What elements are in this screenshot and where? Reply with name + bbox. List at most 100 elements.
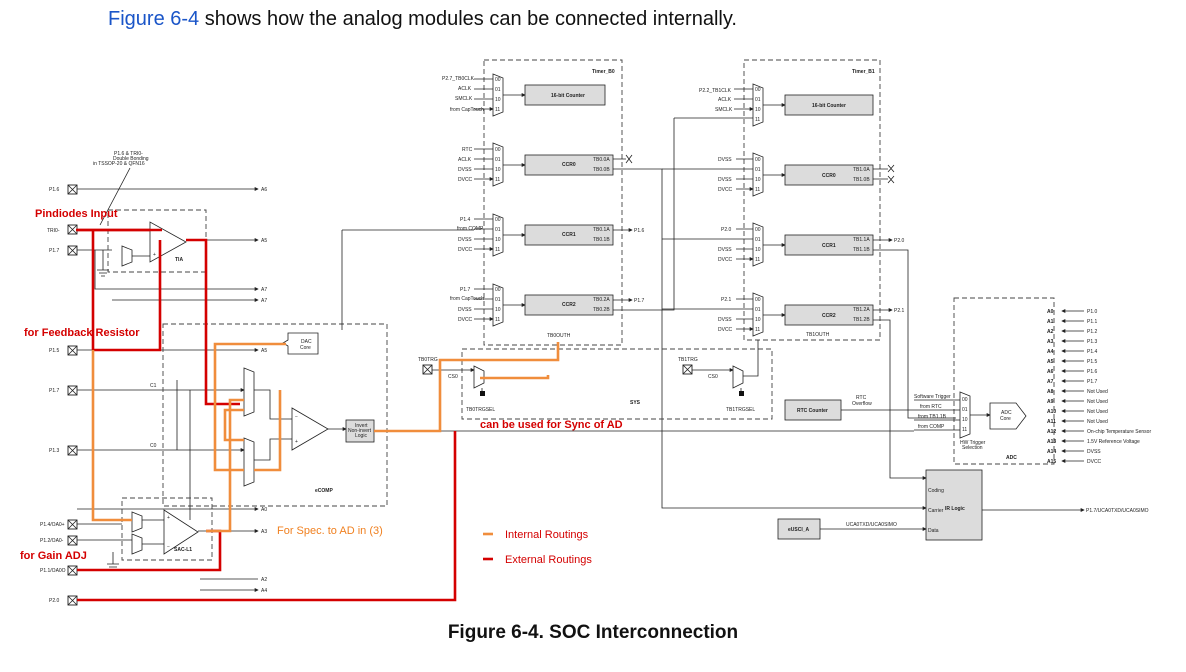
pin-trio[interactable] [67, 224, 78, 235]
svg-text:11: 11 [495, 317, 500, 323]
tb0-ccr1-in-1: from COMP [457, 226, 484, 232]
red-p20-wire [77, 431, 457, 602]
adc-label: ADC [1006, 455, 1017, 461]
pin-p15[interactable] [67, 345, 78, 356]
pin-p16-label: P1.6 [49, 187, 60, 193]
svg-text:00: 00 [755, 87, 761, 93]
svg-text:01: 01 [495, 297, 501, 303]
tb0-trg-mux [473, 365, 485, 389]
tb1-ccr0-out-b: TB1.0B [853, 177, 870, 183]
sync-ad-annotation: can be used for Sync of AD [480, 419, 623, 431]
adc-channel-3: A3 [1047, 339, 1054, 345]
pin-p16[interactable] [67, 184, 78, 195]
tb1-ccr1-pin: P2.0 [894, 238, 905, 244]
pin-p14[interactable] [67, 519, 78, 530]
tb0-ccr2-in-0: P1.7 [460, 287, 471, 293]
invert-label-1: Invert [355, 423, 368, 429]
orange-sys-trig [480, 375, 550, 380]
adc-mux-code-0: 00 [962, 397, 968, 403]
svg-text:11: 11 [755, 257, 760, 263]
tb0-clk-in-1: ACLK [458, 86, 472, 92]
tb0-ccr0-in-3: DVCC [458, 177, 473, 183]
tb1-ccr0-in-0: DVSS [718, 157, 732, 163]
adc-source-2: P1.2 [1087, 329, 1098, 335]
svg-text:+: + [295, 439, 298, 445]
legend-internal-label: Internal Routings [505, 529, 589, 541]
svg-text:11: 11 [755, 117, 760, 123]
adc-core [989, 402, 1027, 430]
comparator [291, 407, 329, 451]
ir-carrier-label: Carrier [928, 508, 944, 514]
tb1-outh: TB1OUTH [806, 332, 830, 338]
intro-text: shows how the analog modules can be conn… [199, 8, 737, 30]
adc-channel-2: A2 [1047, 329, 1054, 335]
invert-label-2: Non-invert [348, 428, 372, 434]
svg-text:−: − [295, 414, 298, 420]
tb0-counter [524, 84, 606, 106]
sys-boundary [461, 348, 773, 420]
sac-ground-icon [107, 552, 119, 571]
pin-trio-label: TRI0- [47, 228, 60, 234]
figure-caption: Figure 6-4. SOC Interconnection [447, 622, 739, 643]
invert-label-3: Logic [355, 433, 367, 439]
adc-hw-trigger-label: HW Trigger [960, 440, 986, 446]
timer-b1-boundary [743, 59, 881, 341]
pin-p11[interactable] [67, 565, 78, 576]
pin-p12[interactable] [67, 535, 78, 546]
a4-label: A4 [261, 588, 267, 594]
pin-p14-label: P1.4/OA0+ [40, 522, 65, 528]
pin-p13-label: P1.3 [49, 448, 60, 454]
spec-ad-annotation: For Spec. to AD in (3) [277, 525, 383, 537]
ucatx-label: UCA0TXD/UCA0SIMO [846, 522, 897, 528]
timer-b0-boundary [483, 59, 623, 346]
pin-p17[interactable] [67, 245, 78, 256]
orange-comp-to-sys [374, 342, 560, 433]
adc-source-3: P1.3 [1087, 339, 1098, 345]
pin-p13[interactable] [67, 445, 78, 456]
tb0trg-pin[interactable] [422, 364, 433, 375]
tb1-ccr1-out-b: TB1.1B [853, 247, 870, 253]
tb1-ccr0-in-2: DVSS [718, 177, 732, 183]
note-tri-1: P1.6 & TRI0- [114, 151, 143, 157]
note-tri-2: Double Bonding [113, 156, 149, 162]
pin-p17b[interactable] [67, 385, 78, 396]
svg-text:10: 10 [495, 307, 501, 313]
tb1-trg-mux [732, 365, 744, 389]
tb1-ccr2 [784, 304, 874, 326]
sys-label: SYS [630, 400, 641, 406]
figure-link[interactable]: Figure 6-4 [108, 8, 200, 30]
tb0-ccr2-in-1: from CapTouch [450, 296, 484, 302]
adc-source-1: P1.1 [1087, 319, 1098, 325]
pindiodes-annotation: Pindiodes Input [35, 208, 118, 220]
adc-mux-code-1: 01 [962, 407, 968, 413]
pin-p20[interactable] [67, 595, 78, 606]
svg-text:00: 00 [495, 217, 501, 223]
red-tia-feedback [91, 230, 240, 406]
tb0-ccr1-in-0: P1.4 [460, 217, 471, 223]
tb1-ccr2-out-b: TB1.2B [853, 317, 870, 323]
svg-text:01: 01 [495, 157, 501, 163]
adc-trig-rtc: from RTC [920, 404, 942, 410]
tb1-clk-in-2: SMCLK [715, 107, 733, 113]
c1-label: C1 [150, 383, 157, 389]
timer-b1-title: Timer_B1 [852, 69, 875, 75]
tb0-ccr0-in-0: RTC [462, 147, 473, 153]
tb1trg-pin[interactable] [682, 364, 693, 375]
eusci-label: eUSCI_A [788, 527, 810, 533]
rtc-overflow-2: Overflow [852, 401, 872, 407]
tb0-ccr1-out-a: TB0.1A [593, 227, 610, 233]
adc-source-5: P1.5 [1087, 359, 1098, 365]
tb0-ccr0-in-1: ACLK [458, 157, 472, 163]
pin-p17b-label: P1.7 [49, 388, 60, 394]
tb0-ccr2-in-3: DVCC [458, 317, 473, 323]
tb1-ccr1-in-0: P2.0 [721, 227, 732, 233]
tb0-ccr0-out-a: TB0.0A [593, 157, 610, 163]
tb0-clk-in-2: SMCLK [455, 96, 473, 102]
tb1-ccr2-in-2: DVSS [718, 317, 732, 323]
tia-mux [121, 245, 133, 267]
tb0-clk-in-0: P2.7_TB0CLK [442, 76, 475, 82]
adc-channel-6: A6 [1047, 369, 1054, 375]
tb0-ccr0 [524, 154, 614, 176]
